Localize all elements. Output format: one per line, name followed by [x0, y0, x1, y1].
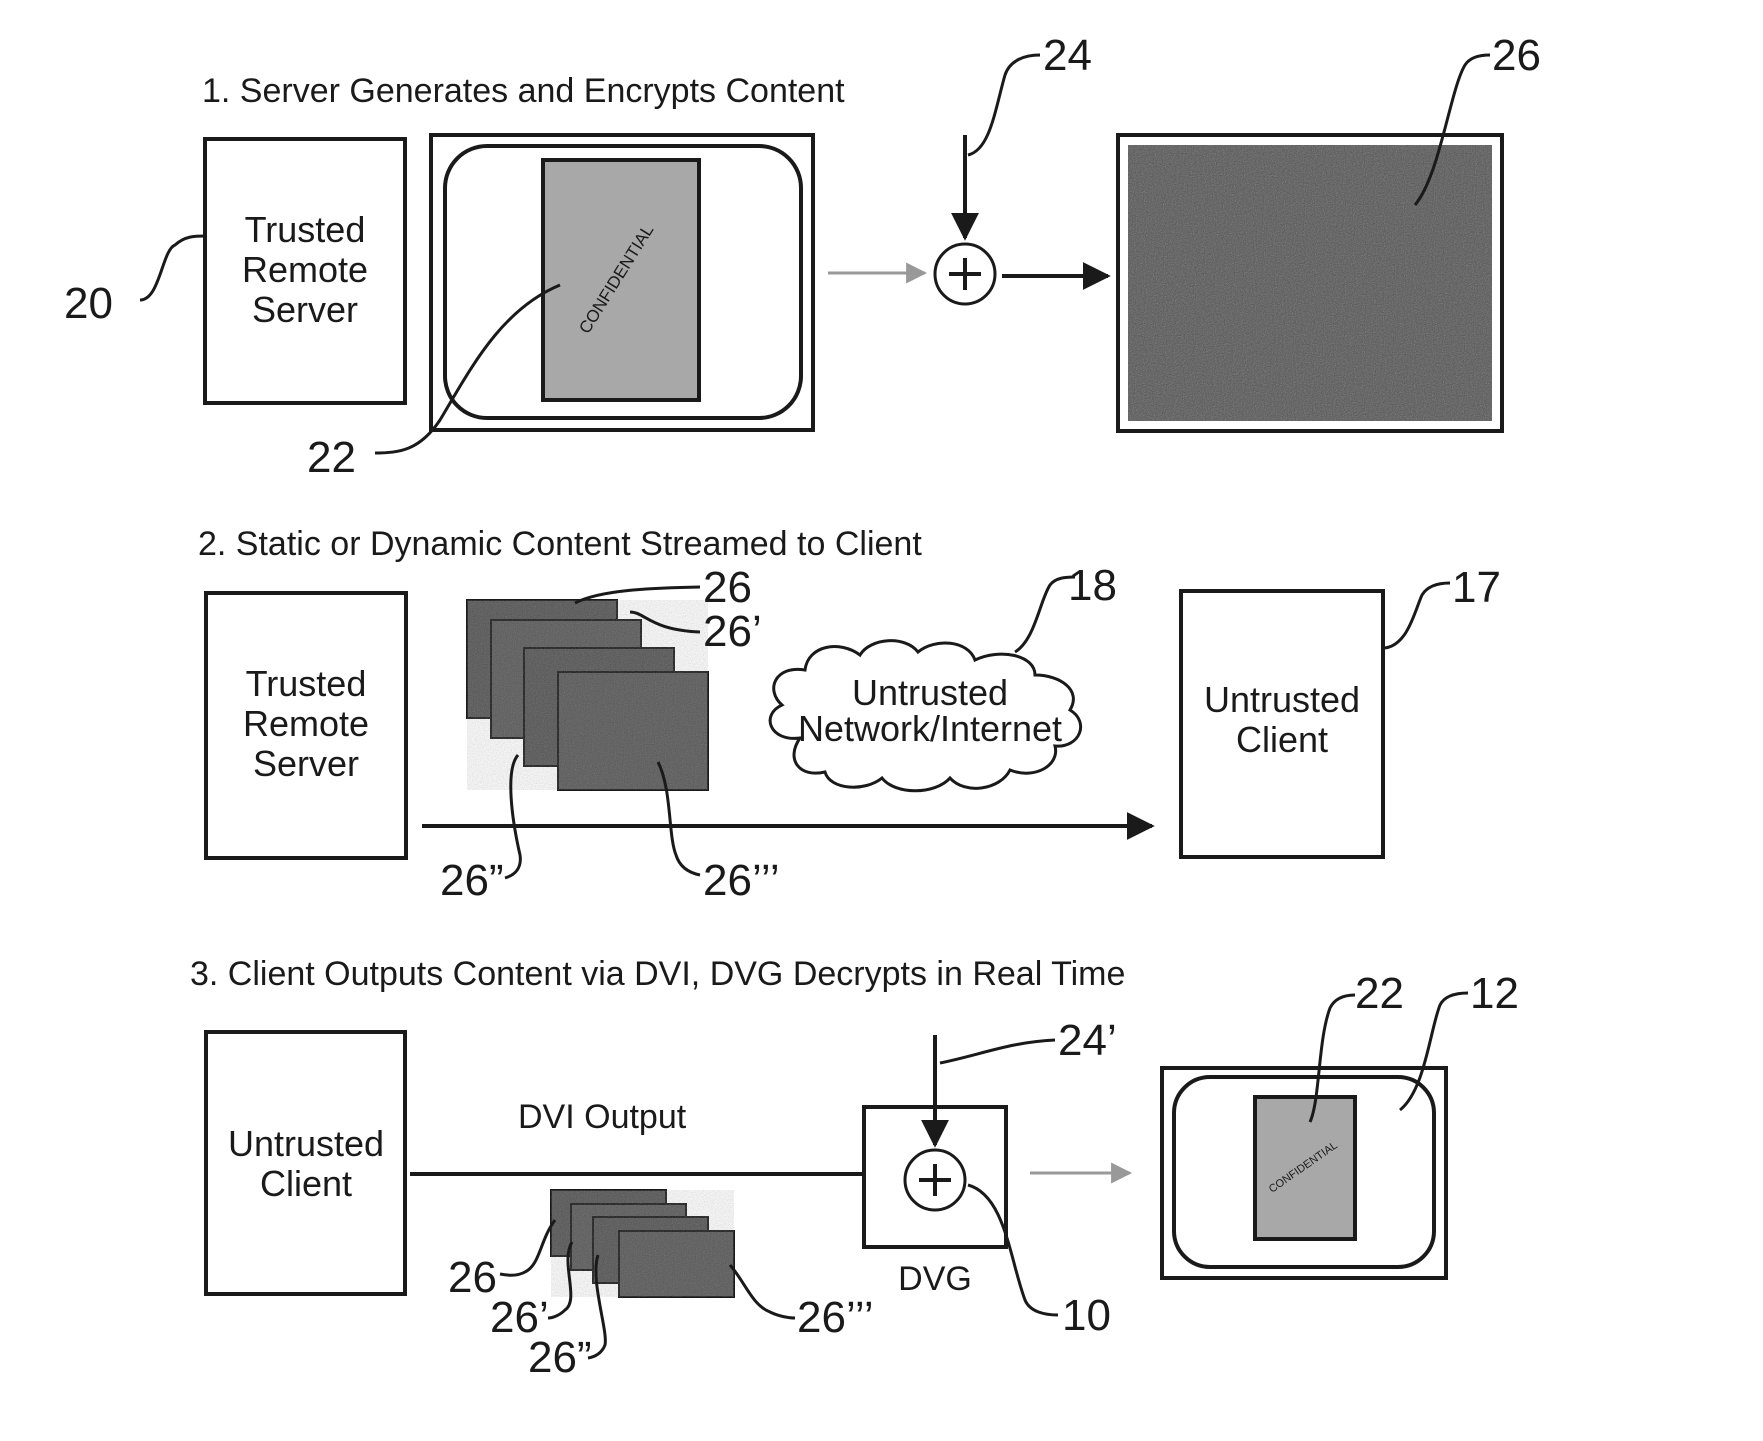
step2: 2. Static or Dynamic Content Streamed to… [198, 525, 1501, 905]
ref-26ppp-step3: 26’’’ [797, 1293, 874, 1342]
server-label-line2: Remote [242, 249, 368, 290]
leader-17 [1385, 583, 1450, 648]
ref-26-step2: 26 [703, 563, 752, 612]
ref-26ppp-step2: 26’’’ [703, 856, 780, 905]
untrusted-client-box-3: Untrusted Client [206, 1032, 405, 1294]
step2-title: 2. Static or Dynamic Content Streamed to… [198, 525, 922, 563]
leader-26ppp-step3 [730, 1265, 795, 1318]
ref-24: 24 [1043, 31, 1092, 80]
client-label-line1: Untrusted [1204, 679, 1360, 720]
network-label-line2: Network/Internet [798, 708, 1062, 749]
server2-label-line3: Server [253, 743, 359, 784]
untrusted-network-cloud: Untrusted Network/Internet [770, 641, 1081, 791]
server2-label-line2: Remote [243, 703, 369, 744]
leader-18 [1015, 577, 1075, 652]
leader-24p [940, 1040, 1055, 1063]
ref-17: 17 [1452, 563, 1501, 612]
untrusted-client-box: Untrusted Client [1181, 591, 1383, 857]
dvg-label: DVG [898, 1260, 972, 1298]
ref-26p-step2: 26’ [703, 607, 762, 656]
ref-24p: 24’ [1058, 1016, 1117, 1065]
dvi-output-label: DVI Output [518, 1098, 687, 1136]
step3-title: 3. Client Outputs Content via DVI, DVG D… [190, 955, 1125, 993]
ref-20: 20 [64, 279, 113, 328]
ref-22-step3: 22 [1355, 969, 1404, 1018]
trusted-remote-server-box: Trusted Remote Server [205, 139, 405, 403]
ref-26pp-step2: 26” [440, 856, 504, 905]
client-label-line2: Client [1236, 719, 1328, 760]
ref-12: 12 [1470, 969, 1519, 1018]
ref-22: 22 [307, 433, 356, 482]
trusted-remote-server-box-2: Trusted Remote Server [206, 593, 406, 858]
server2-label-line1: Trusted [246, 663, 367, 704]
client3-label-line2: Client [260, 1163, 352, 1204]
display-decrypted: CONFIDENTIAL [1162, 1068, 1446, 1278]
leader-24 [968, 55, 1040, 155]
ref-26: 26 [1492, 31, 1541, 80]
ref-18: 18 [1068, 561, 1117, 610]
step3: 3. Client Outputs Content via DVI, DVG D… [190, 955, 1519, 1382]
encrypted-frame-stack-3 [551, 1190, 734, 1297]
leader-20 [140, 236, 205, 300]
step1: 1. Server Generates and Encrypts Content… [64, 31, 1541, 482]
encrypted-frame-26 [1118, 135, 1502, 431]
display-with-document: CONFIDENTIAL [431, 135, 813, 430]
server-label-line1: Trusted [245, 209, 366, 250]
step1-title: 1. Server Generates and Encrypts Content [202, 72, 845, 110]
network-label-line1: Untrusted [852, 672, 1008, 713]
client3-label-line1: Untrusted [228, 1123, 384, 1164]
leader-26-step3 [500, 1220, 555, 1275]
server-label-line3: Server [252, 289, 358, 330]
ref-26pp-step3: 26” [528, 1333, 592, 1382]
ref-10: 10 [1062, 1291, 1111, 1340]
